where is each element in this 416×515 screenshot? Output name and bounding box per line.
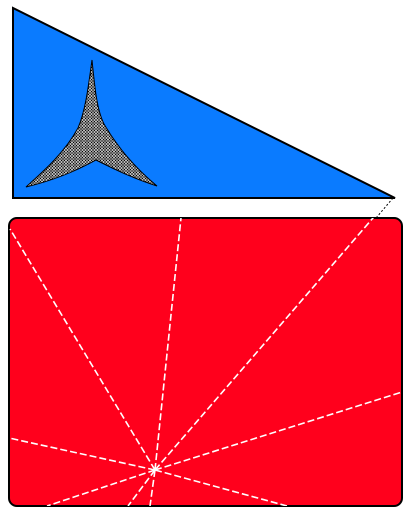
connector-line	[375, 197, 394, 219]
ray-line	[154, 469, 288, 506]
ray-line	[154, 218, 182, 471]
ray-line	[127, 469, 156, 506]
ray-line	[46, 469, 156, 506]
ray-line	[154, 391, 402, 471]
three-pointed-star	[25, 59, 158, 188]
ray-line	[149, 469, 156, 506]
red-panel	[8, 217, 403, 507]
ray-line	[154, 218, 393, 471]
ray-line	[9, 437, 156, 471]
ray-line	[9, 228, 156, 471]
ray-group	[9, 218, 402, 506]
